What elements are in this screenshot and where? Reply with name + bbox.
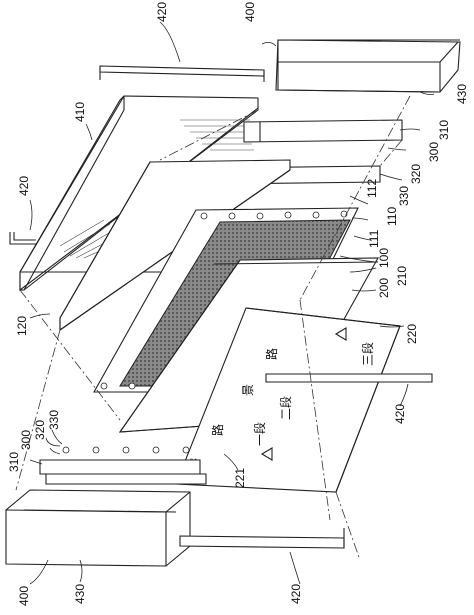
arrow-triangle-1 <box>334 327 347 341</box>
label-310-top: 310 <box>437 120 451 140</box>
label-420-right: 420 <box>393 404 407 424</box>
label-420-top: 420 <box>155 2 169 22</box>
label-320-left: 320 <box>33 420 47 440</box>
sign-text-yi-duan: 一段 <box>252 422 267 446</box>
label-330-top: 330 <box>397 186 411 206</box>
rail-right <box>265 373 433 383</box>
label-420-bottom: 420 <box>289 584 303 604</box>
label-410: 410 <box>73 102 87 122</box>
rail-left-bracket <box>9 232 36 245</box>
label-430-bottom: 430 <box>73 584 87 604</box>
label-220: 220 <box>405 324 419 344</box>
label-110: 110 <box>385 207 399 226</box>
label-330-left: 330 <box>47 410 61 430</box>
label-120: 120 <box>15 316 29 336</box>
label-310-left: 310 <box>7 452 21 472</box>
sign-big-char-2: 景 <box>241 384 255 396</box>
rail-top <box>99 65 265 82</box>
sign-big-char-3: 路 <box>210 424 225 436</box>
sign-text-er-duan: 二段 <box>278 396 293 420</box>
label-320-top: 320 <box>409 164 423 184</box>
label-221: 221 <box>233 468 247 488</box>
side-bar-bottom <box>39 446 207 485</box>
end-cap-top <box>275 39 461 93</box>
label-400-top: 400 <box>243 2 257 22</box>
label-100: 100 <box>377 248 391 268</box>
label-112: 112 <box>365 179 379 198</box>
reference-labels: 400 420 410 420 430 310 300 320 330 112 … <box>7 2 469 606</box>
label-200: 200 <box>377 278 391 298</box>
end-cap-bottom <box>5 489 191 567</box>
arrow-triangle-2 <box>260 447 273 461</box>
label-300-left: 300 <box>19 430 33 450</box>
label-210: 210 <box>395 266 409 286</box>
label-400-bottom: 400 <box>17 586 31 606</box>
sign-text-san-duan: 三段 <box>360 342 375 366</box>
rail-bottom <box>179 528 345 549</box>
label-430-top: 430 <box>455 84 469 104</box>
leader-lines <box>29 21 435 585</box>
label-300-top: 300 <box>427 142 441 162</box>
alignment-lines <box>15 95 411 561</box>
label-111: 111 <box>367 229 381 248</box>
label-420-left: 420 <box>17 176 31 196</box>
sign-big-char-1: 路 <box>264 348 279 360</box>
